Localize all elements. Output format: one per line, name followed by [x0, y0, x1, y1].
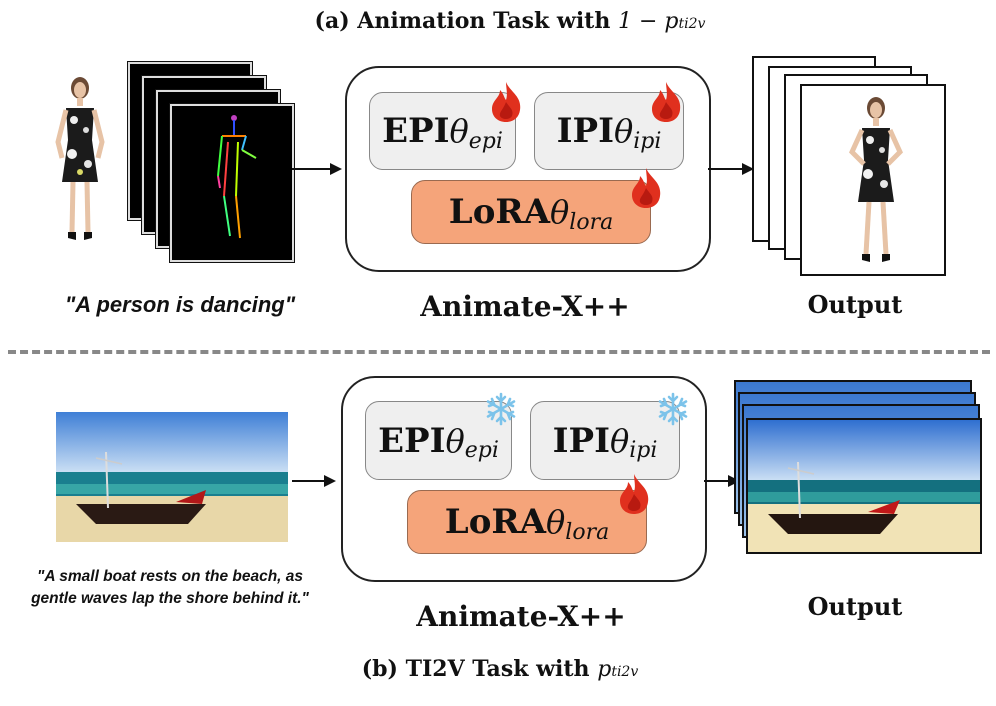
panel-b-prompt-line1: "A small boat rests on the beach, as	[36, 568, 304, 585]
lora-theta: θ	[546, 503, 566, 541]
ipi-theta: θ	[613, 112, 634, 150]
beach-boat-image	[56, 412, 288, 542]
panel-b-prompt: "A small boat rests on the beach, as gen…	[0, 566, 340, 610]
panel-a-title-prefix: (a) Animation Task with	[314, 8, 611, 34]
output-frame-a-4	[800, 84, 946, 276]
panel-a-prompt: "A person is dancing"	[64, 292, 296, 317]
flame-icon	[652, 82, 681, 122]
ipi-subscript: ipi	[633, 128, 662, 154]
arrow-a-out-head	[742, 163, 754, 175]
reference-person-image	[55, 77, 105, 240]
output-frame-b-4	[746, 418, 982, 554]
epi-subscript: epi	[464, 438, 499, 463]
flame-icon	[632, 168, 661, 208]
arrow-b-in	[292, 480, 326, 482]
flame-icon	[492, 82, 521, 122]
panel-a-title-formula: 1 − p	[618, 9, 679, 34]
lora-label: LoRA	[448, 192, 551, 232]
panel-b-module-label: Animate-X++	[416, 600, 626, 633]
panel-divider	[8, 350, 990, 354]
ipi-subscript: ipi	[629, 438, 658, 463]
epi-theta: θ	[449, 112, 469, 150]
output-person-image	[849, 97, 903, 262]
ipi-theta: θ	[609, 421, 630, 460]
pose-frame-4	[170, 104, 294, 262]
panel-a-module-label: Animate-X++	[420, 290, 630, 323]
lora-theta: θ	[550, 193, 570, 231]
arrow-a-in-head	[330, 163, 342, 175]
input-beach-image	[56, 412, 288, 542]
panel-a-output-label: Output	[807, 290, 903, 319]
epi-label: EPI	[378, 420, 446, 461]
snowflake-icon	[658, 392, 688, 426]
arrow-b-in-head	[324, 475, 336, 487]
lora-label: LoRA	[444, 502, 547, 542]
output-beach-image	[748, 420, 980, 552]
snowflake-icon	[486, 392, 516, 426]
pose-skeleton-icon	[217, 115, 257, 239]
panel-b-title: (b) TI2V Task with pti2v	[310, 656, 690, 682]
ipi-label: IPI	[556, 111, 614, 151]
epi-subscript: epi	[468, 128, 503, 154]
lora-subscript: lora	[569, 209, 614, 235]
panel-a-title: (a) Animation Task with 1 − pti2v	[300, 8, 720, 34]
epi-theta: θ	[445, 421, 465, 460]
panel-b-title-formula: p	[597, 657, 612, 682]
lora-subscript: lora	[565, 519, 610, 545]
panel-b-title-prefix: (b) TI2V Task with	[361, 656, 590, 682]
flame-icon	[620, 474, 649, 514]
ipi-label: IPI	[552, 420, 610, 461]
arrow-a-in	[292, 168, 332, 170]
panel-b-prompt-line2: gentle waves lap the shore behind it."	[31, 590, 309, 607]
arrow-a-out	[708, 168, 744, 170]
panel-b-title-subscript: ti2v	[611, 664, 639, 680]
panel-a-title-subscript: ti2v	[678, 16, 706, 32]
arrow-b-out	[704, 480, 730, 482]
panel-b-output-label: Output	[807, 592, 903, 621]
epi-label: EPI	[382, 111, 450, 151]
